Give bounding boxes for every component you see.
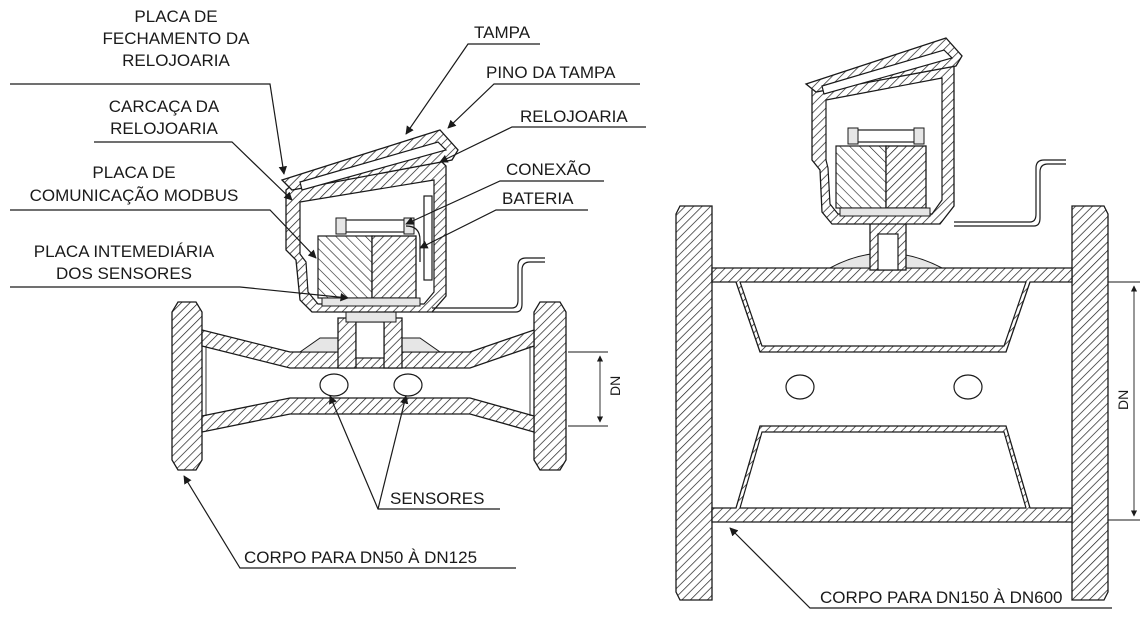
- leader-lines-left: [10, 43, 646, 569]
- label-placa-fechamento-line3: RELOJOARIA: [122, 51, 230, 70]
- label-corpo-left: CORPO PARA DN50 À DN125: [244, 548, 477, 567]
- label-dn-right: DN: [1115, 390, 1131, 410]
- right-pipe-body: [675, 205, 1109, 601]
- left-pipe-body: [171, 301, 567, 471]
- label-relojoaria: RELOJOARIA: [520, 107, 628, 126]
- leader-lines-right: [729, 281, 1140, 609]
- label-corpo-right: CORPO PARA DN150 À DN600: [820, 588, 1063, 607]
- right-meter: [675, 37, 1109, 601]
- label-sensores: SENSORES: [390, 489, 484, 508]
- label-placa-modbus-line1: PLACA DE: [92, 163, 175, 182]
- labels: PLACA DE FECHAMENTO DA RELOJOARIA CARCAÇ…: [30, 7, 1131, 607]
- label-placa-intermediaria-line2: DOS SENSORES: [56, 264, 192, 283]
- label-placa-intermediaria-line1: PLACA INTEMEDIÁRIA: [34, 242, 215, 261]
- label-dn-left: DN: [607, 376, 623, 396]
- left-cable: [432, 257, 545, 309]
- label-carcaca-line1: CARCAÇA DA: [109, 97, 220, 116]
- label-tampa: TAMPA: [474, 23, 531, 42]
- label-bateria: BATERIA: [502, 189, 574, 208]
- right-cable: [954, 159, 1066, 223]
- left-register-housing: [280, 129, 459, 313]
- label-carcaca-line2: RELOJOARIA: [110, 119, 218, 138]
- label-conexao: CONEXÃO: [506, 160, 591, 179]
- label-pino-tampa: PINO DA TAMPA: [486, 63, 616, 82]
- label-placa-fechamento-line1: PLACA DE: [134, 7, 217, 26]
- label-placa-modbus-line2: COMUNICAÇÃO MODBUS: [30, 186, 239, 205]
- right-register-housing: [804, 37, 963, 225]
- label-placa-fechamento-line2: FECHAMENTO DA: [102, 29, 250, 48]
